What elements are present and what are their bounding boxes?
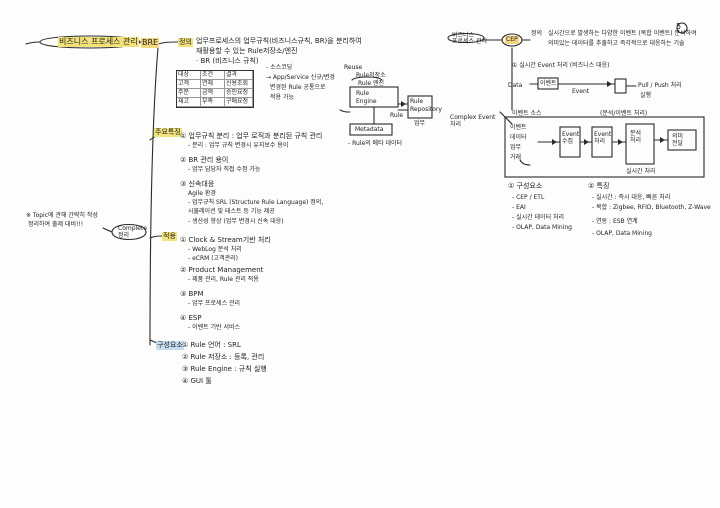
br-table-cell: 신용조회	[225, 80, 253, 89]
component-4: ④ GUI 툴	[182, 377, 212, 385]
page-number: 5	[676, 22, 682, 31]
bre-tag: BRE	[141, 38, 160, 48]
cep-b2-4: - OLAP, Data Mining	[592, 230, 652, 237]
cep-def-tag: 정의	[531, 30, 543, 37]
apply-1c: - eCRM (고객관리)	[188, 255, 238, 262]
br-table-header-cell: 대상	[177, 71, 201, 80]
component-3: ③ Rule Engine : 규칙 실행	[182, 365, 267, 373]
feature-2b: - 업무 담당자 직접 수정 가능	[188, 166, 261, 173]
cep-out-box: 의미 전달	[672, 133, 684, 147]
feature-1b: - 분리 : 업무 규칙 변경시 유지보수 용이	[188, 142, 289, 149]
cep-b1-1: - CEP / ETL	[512, 194, 545, 201]
left-note-line2: 정리하여 출제 대비!!!	[28, 221, 84, 228]
cep-mid-box2: Event 처리	[594, 131, 612, 145]
rule-caption: Rule	[390, 112, 404, 119]
root-node: 비즈니스 프로세스 관리	[58, 37, 139, 47]
br-table-header-cell: 결과	[225, 71, 253, 80]
bre-def-line1: 업무프로세스의 업무규칙(비즈니스규칙, BR)을 분리하여	[196, 37, 362, 45]
feature-3d: 시뮬레이션 및 테스트 등 기능 제공	[188, 208, 275, 215]
feature-3b: Agile 환경	[188, 190, 216, 197]
feature-1: ① 업무규칙 분리 : 업무 로직과 분리된 규칙 관리	[180, 132, 323, 140]
apply-4: ④ ESP	[180, 314, 202, 322]
apply-3b: - 업무 프로세스 관리	[188, 300, 241, 307]
features-tag: 주요특징	[154, 128, 182, 137]
bre-note1: - 소스코딩	[266, 64, 293, 71]
rule-meta-note: - Rule의 메타 데이터	[348, 140, 403, 147]
apply-4b: - 이벤트 기반 서비스	[188, 324, 241, 331]
cep-flow-mid: 이벤트	[540, 80, 557, 87]
bre-def-tag: 정의	[178, 38, 193, 47]
cep-b2-1: - 실시간 : 즉시 대응, 빠른 처리	[592, 194, 671, 201]
cep-mid-box1: Event 수집	[562, 131, 580, 145]
apply-1b: - WebLog 분석 처리	[188, 246, 242, 253]
bre-note4: 적용 가능	[270, 94, 294, 101]
br-table-cell: 구매요청	[225, 98, 253, 107]
component-1: ① Rule 언어 : SRL	[182, 341, 241, 349]
cep-flow-out: Pull / Push 처리	[638, 82, 682, 89]
cep-src-item-1: 이벤트	[510, 124, 527, 131]
rule-engine-label: Rule 엔진	[358, 80, 385, 87]
component-2: ② Rule 저장소 : 등록, 관리	[182, 353, 265, 361]
cep-flow-src: Data	[508, 82, 523, 89]
feature-2: ② BR 관리 용이	[180, 156, 229, 164]
br-table-cell: 연체	[201, 80, 225, 89]
cep-flow-evt: Event	[572, 88, 590, 95]
left-note-line1: ※ Topic에 관해 간략히 작성	[26, 212, 98, 219]
components-tag: 구성요소	[156, 341, 184, 350]
feature-3e: - 생산성 향상 (업무 변경시 신속 대응)	[188, 218, 284, 225]
apply-2b: - 제품 관리, Rule 관리 적용	[188, 276, 259, 283]
cep-b2-2: - 복합 : Zigbee, RFID, Bluetooth, Z-Wave	[592, 204, 711, 211]
cep-diag-caption: 실시간 처리	[626, 168, 656, 175]
cep-flow-title: ① 실시간 Event 처리 (비즈니스 대응)	[512, 62, 610, 69]
cep-b1-title: ① 구성요소	[508, 182, 543, 190]
cep-header-tag: 비즈니스 프로세스 관리	[452, 32, 488, 45]
metadata-box: Metadata	[355, 126, 384, 133]
cep-b2-3: - 연동 : ESB 연계	[592, 218, 638, 225]
bre-note2: → App/Service 신규/변경	[266, 74, 335, 81]
br-table-cell: 고객	[177, 80, 201, 89]
cep-src-item-3: 업무	[510, 144, 522, 151]
apply-1: ① Clock & Stream기반 처리	[180, 236, 271, 244]
br-table-cell: 승인요청	[225, 89, 253, 98]
br-table-cell: 주문	[177, 89, 201, 98]
rule-engine-box: Rule Engine	[356, 90, 377, 105]
cep-b2-title: ② 특징	[588, 182, 610, 190]
cep-b1-2: - EAI	[512, 204, 526, 211]
bre-def-line2: 재활용할 수 있는 Rule저장소/엔진	[196, 47, 298, 55]
br-table-cell: 부족	[201, 98, 225, 107]
left-note-bubble: Complete 정리	[118, 225, 147, 239]
cep-src-item-2: 데이터	[510, 134, 527, 141]
biz-label: 업무	[414, 120, 426, 127]
reuse-title: Reuse	[344, 64, 363, 71]
cep-diag-title: 이벤트 소스	[512, 110, 542, 117]
cep-right-box: 분석 처리	[630, 130, 642, 144]
cep-b1-4: - OLAP, Data Mining	[512, 224, 572, 231]
apply-tag: 적용	[162, 232, 177, 241]
br-table-header-cell: 조건	[201, 71, 225, 80]
cep-b1-3: - 실시간 데이터 처리	[512, 214, 565, 221]
br-table-cell: 재고	[177, 98, 201, 107]
feature-3c: - 업무규칙 SRL (Structure Rule Language) 정의,	[188, 199, 324, 206]
cep-def-line1: 실시간으로 발생하는 다양한 이벤트 (복합 이벤트) 분석하여	[548, 30, 697, 37]
cep-src-item-4: 거래	[510, 154, 522, 161]
rule-repository-box: Rule Repository	[410, 98, 442, 113]
bre-note3: 변경된 Rule 공통으로	[270, 84, 326, 91]
cep-tag: CEP	[505, 36, 519, 44]
feature-3: ③ 신속대응	[180, 180, 215, 188]
bre-def-line3: · BR (비즈니스 규칙)	[196, 57, 259, 65]
cep-flow-out2: 실행	[640, 92, 652, 99]
reuse-sub: Rule저장소	[356, 72, 386, 79]
cep-diag-hint: (분석/이벤트 처리)	[600, 110, 648, 117]
apply-2: ② Product Management	[180, 266, 264, 274]
br-table-cell: 금액	[201, 89, 225, 98]
cep-def-line2: 의미있는 데이터를 추출하고 즉각적으로 대응하는 기술	[548, 40, 685, 47]
cep-side-label: Complex Event 처리	[450, 114, 496, 128]
apply-3: ③ BPM	[180, 290, 204, 298]
